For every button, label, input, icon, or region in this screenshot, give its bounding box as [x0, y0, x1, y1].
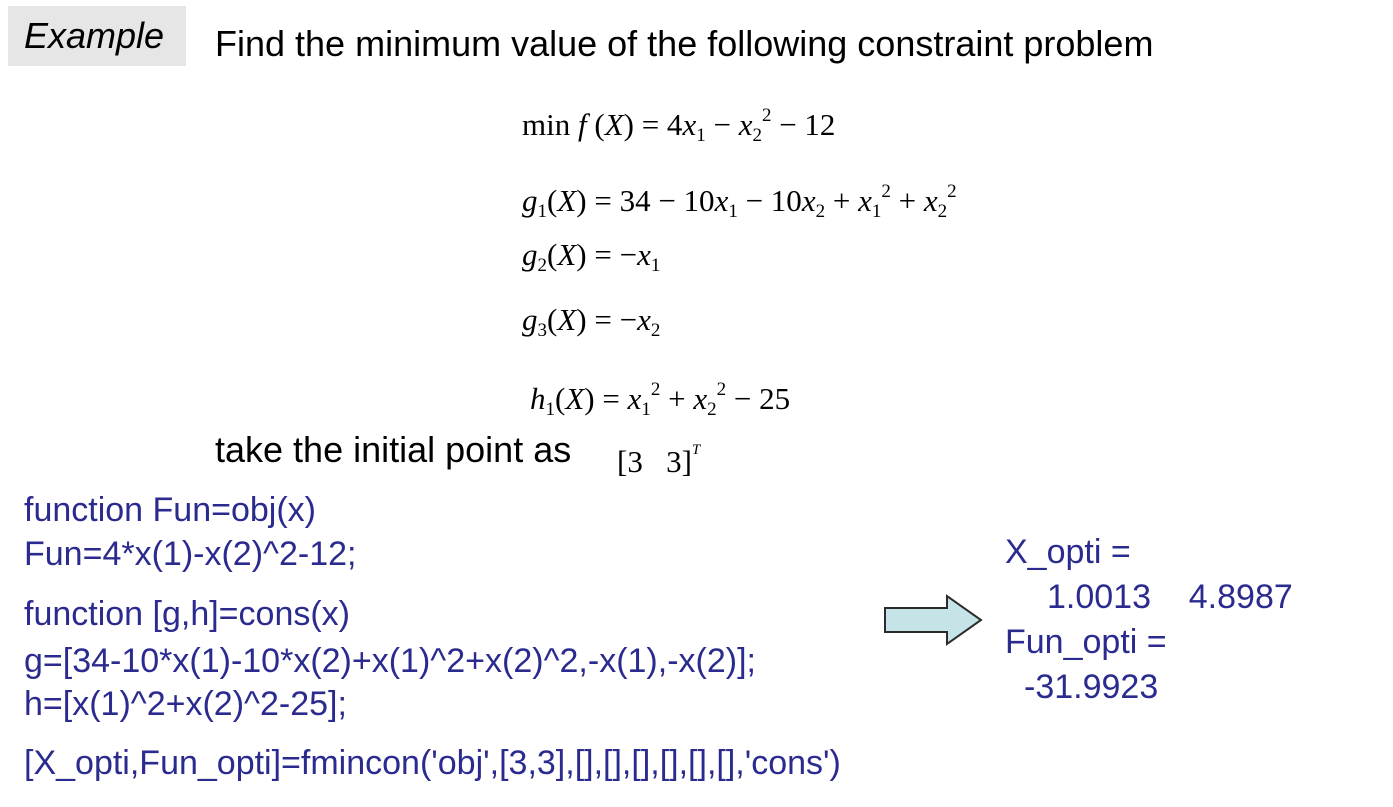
- code-line-1: function Fun=obj(x): [24, 491, 316, 529]
- right-arrow-icon: [884, 594, 983, 646]
- constraint-h1: h1(X) = x12 + x22 − 25: [530, 379, 791, 420]
- initial-point-label: take the initial point as: [215, 429, 572, 470]
- result-x-label: X_opti =: [1005, 533, 1131, 571]
- code-line-3: function [g,h]=cons(x): [24, 595, 351, 633]
- code-line-6: [X_opti,Fun_opti]=fmincon('obj',[3,3],[]…: [24, 744, 841, 782]
- code-line-2: Fun=4*x(1)-x(2)^2-12;: [24, 535, 357, 573]
- code-line-5: h=[x(1)^2+x(2)^2-25];: [24, 685, 347, 723]
- objective-equation: min f (X) = 4x1 − x22 − 12: [522, 105, 836, 146]
- result-fun-label: Fun_opti =: [1005, 623, 1167, 661]
- constraint-g3: g3(X) = −x2: [522, 302, 661, 341]
- constraint-g1: g1(X) = 34 − 10x1 − 10x2 + x12 + x22: [522, 181, 957, 222]
- constraint-g2: g2(X) = −x1: [522, 237, 661, 276]
- result-fun-value: -31.9923: [1024, 668, 1159, 706]
- transpose-mark: T: [691, 442, 701, 458]
- problem-heading: Find the minimum value of the following …: [215, 23, 1154, 64]
- code-line-4: g=[34-10*x(1)-10*x(2)+x(1)^2+x(2)^2,-x(1…: [24, 642, 756, 680]
- initial-point-a: 3: [627, 444, 643, 479]
- example-tag: Example: [8, 6, 186, 66]
- initial-point-vector: [3 3]T: [617, 442, 701, 479]
- result-x-values: 1.0013 4.8987: [1047, 578, 1293, 616]
- initial-point-b: 3: [666, 444, 682, 479]
